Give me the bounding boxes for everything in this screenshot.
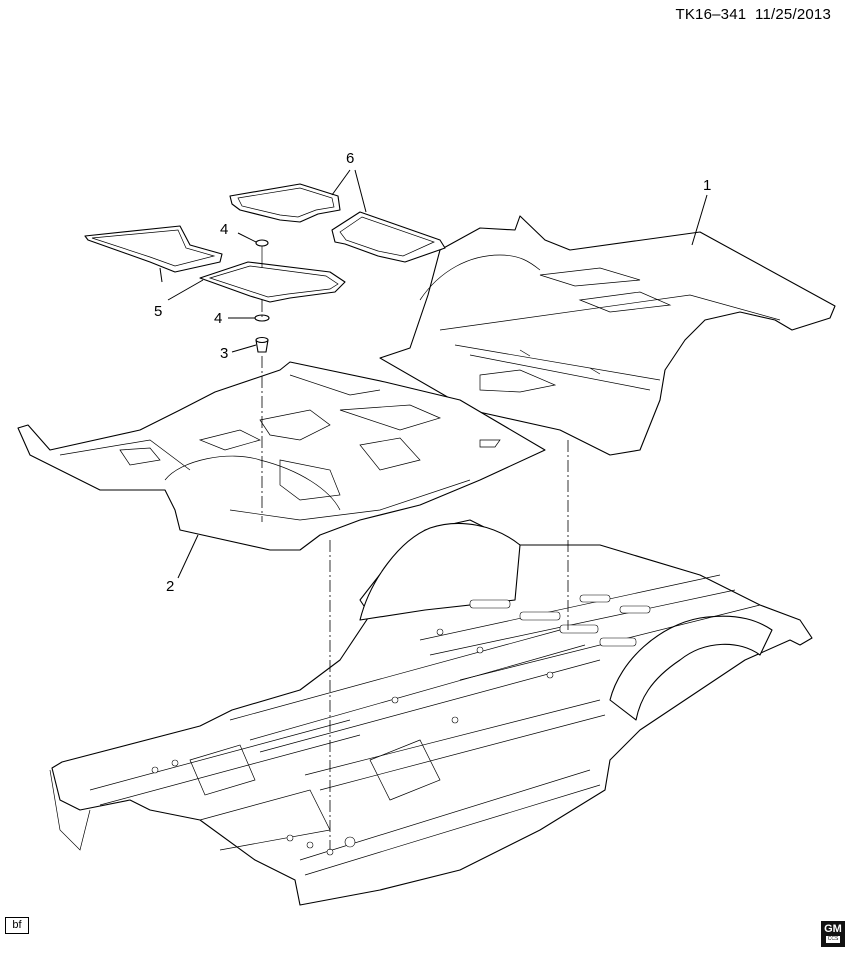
rear-floor-carpet — [379, 215, 836, 456]
gm-logo-text: GM — [824, 923, 842, 935]
corner-tag: bf — [5, 917, 29, 934]
gm-logo: GM CCS — [821, 921, 845, 947]
gm-logo-subtext: CCS — [826, 936, 840, 943]
alignment-lines — [261, 300, 569, 850]
callout-1-rear-carpet: 1 — [703, 177, 712, 194]
diagram-date: 11/25/2013 — [755, 6, 831, 23]
diagram-id: TK16–341 — [675, 6, 747, 23]
diagram-reference: TK16–341 11/25/2013 — [675, 6, 831, 23]
callout-4-washer-lower: 4 — [214, 310, 223, 327]
floor-panel — [49, 519, 813, 906]
mat-retainer-parts — [254, 239, 270, 353]
front-floor-mats — [84, 225, 346, 303]
callout-4-washer-upper: 4 — [220, 221, 229, 238]
callout-6-rear-mats: 6 — [346, 150, 355, 167]
front-floor-carpet — [17, 361, 546, 551]
callout-5-front-mats: 5 — [154, 303, 163, 320]
leader-lines — [159, 169, 708, 579]
floor-holes — [151, 594, 651, 856]
callout-2-front-carpet: 2 — [166, 578, 175, 595]
callout-3-retainer: 3 — [220, 345, 229, 362]
rear-floor-mats — [229, 183, 446, 263]
